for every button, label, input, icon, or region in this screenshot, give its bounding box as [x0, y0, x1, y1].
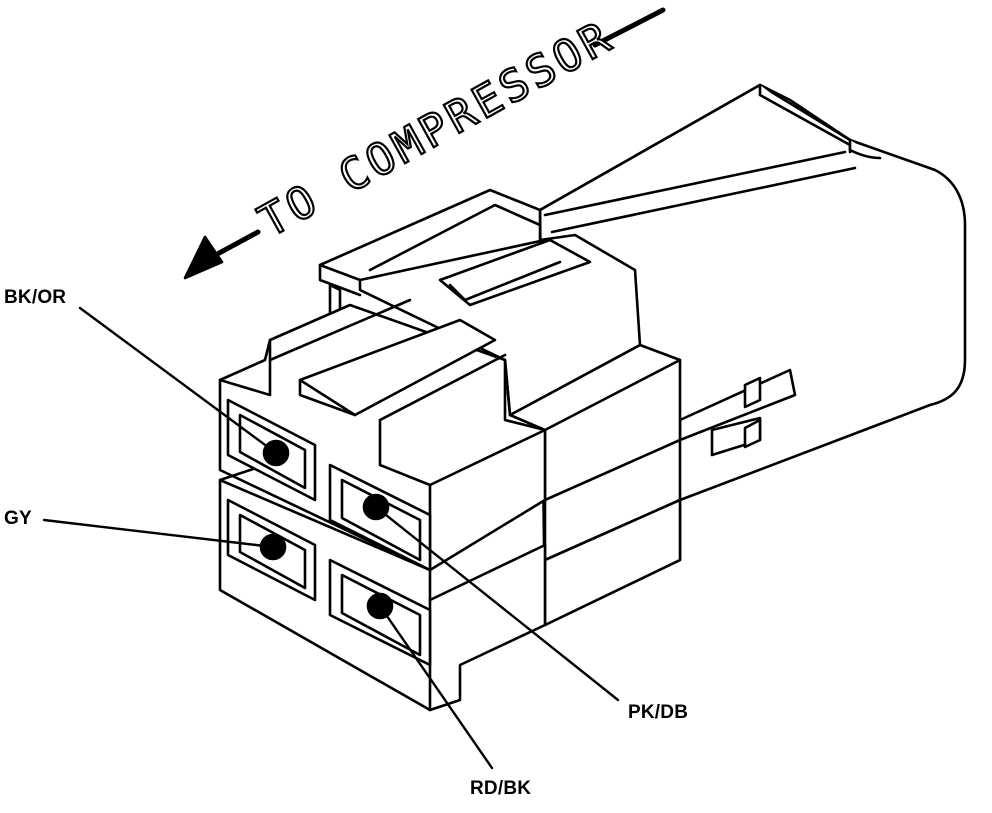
pin-label-rd-bk: RD/BK [470, 778, 532, 799]
pin-label-pk-db: PK/DB [628, 702, 689, 723]
connector-front-top [218, 298, 547, 572]
direction-arrow [183, 7, 666, 280]
pin-label-bk-or: BK/OR [4, 287, 67, 308]
leader-line-gy [42, 518, 275, 549]
leader-line-rd-bk [378, 604, 494, 770]
leader-line-pk-db [374, 505, 620, 702]
leader-line-bk-or [78, 306, 278, 455]
pin-label-gy: GY [4, 508, 32, 529]
